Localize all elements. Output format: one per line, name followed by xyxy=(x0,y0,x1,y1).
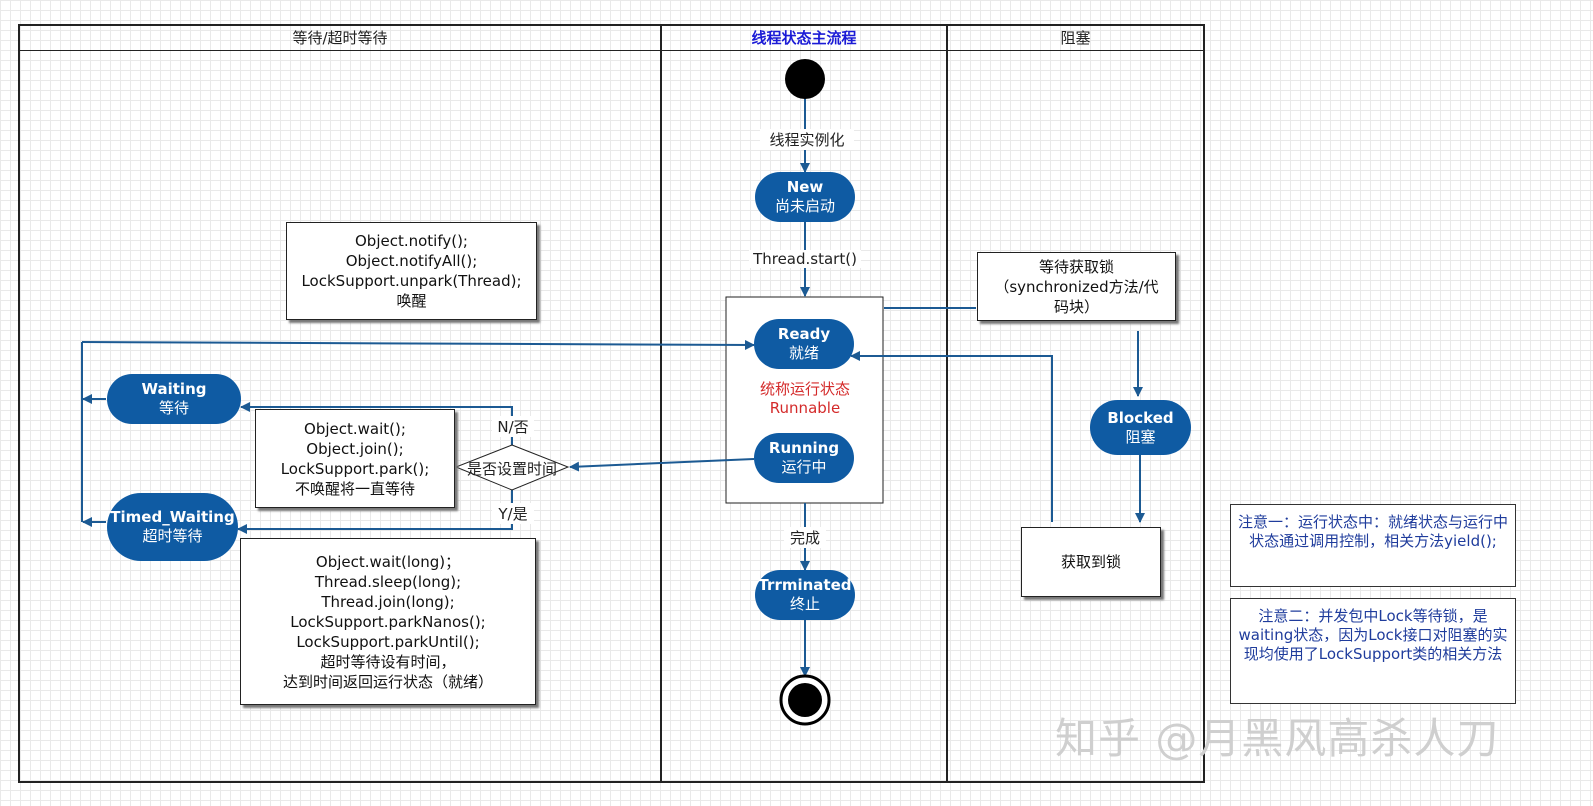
lane-main-title: 线程状态主流程 xyxy=(662,26,946,51)
box-notify: Object.notify(); Object.notifyAll(); Loc… xyxy=(286,222,537,320)
state-timed-waiting: Timed_Waiting 超时等待 xyxy=(107,493,238,561)
decision-diamond xyxy=(454,444,570,491)
box-timed-wait: Object.wait(long)； Thread.sleep(long); T… xyxy=(240,538,536,705)
arrow-running-to-decision xyxy=(569,458,755,472)
arrow-left-to-ready xyxy=(81,339,755,350)
end-node-inner xyxy=(788,683,822,717)
box-lock-wait: 等待获取锁 （synchronized方法/代 码块） xyxy=(977,252,1176,321)
start-node xyxy=(785,59,825,99)
box-wait: Object.wait(); Object.join(); LockSuppor… xyxy=(255,409,455,508)
label-instantiate: 线程实例化 xyxy=(760,129,854,150)
label-no: N/否 xyxy=(492,416,534,437)
runnable-label: 统称运行状态 Runnable xyxy=(759,380,850,417)
note-one: 注意一：运行状态中：就绪状态与运行中状态通过调用控制，相关方法yield(); xyxy=(1230,504,1516,587)
box-lock-acquired: 获取到锁 xyxy=(1021,527,1161,597)
lane-blocked: 阻塞 xyxy=(946,24,1205,783)
arrow-acquired-to-ready xyxy=(850,351,1053,522)
state-blocked: Blocked 阻塞 xyxy=(1090,400,1191,455)
lane-blocked-title: 阻塞 xyxy=(948,26,1203,51)
state-ready: Ready 就绪 xyxy=(754,319,854,369)
state-running: Running 运行中 xyxy=(754,433,854,483)
state-waiting: Waiting 等待 xyxy=(107,374,241,424)
lane-waiting-title: 等待/超时等待 xyxy=(20,26,660,51)
state-new: New 尚未启动 xyxy=(755,172,855,222)
watermark: 知乎 @月黑风高杀人刀 xyxy=(1055,714,1500,763)
state-terminated: Trrminated 终止 xyxy=(755,570,855,620)
label-thread-start: Thread.start() xyxy=(749,250,861,268)
label-yes: Y/是 xyxy=(492,503,534,524)
label-decision: 是否设置时间 xyxy=(466,460,557,478)
note-two: 注意二：并发包中Lock等待锁，是waiting状态，因为Lock接口对阻塞的实… xyxy=(1230,598,1516,704)
label-finish: 完成 xyxy=(784,527,826,548)
